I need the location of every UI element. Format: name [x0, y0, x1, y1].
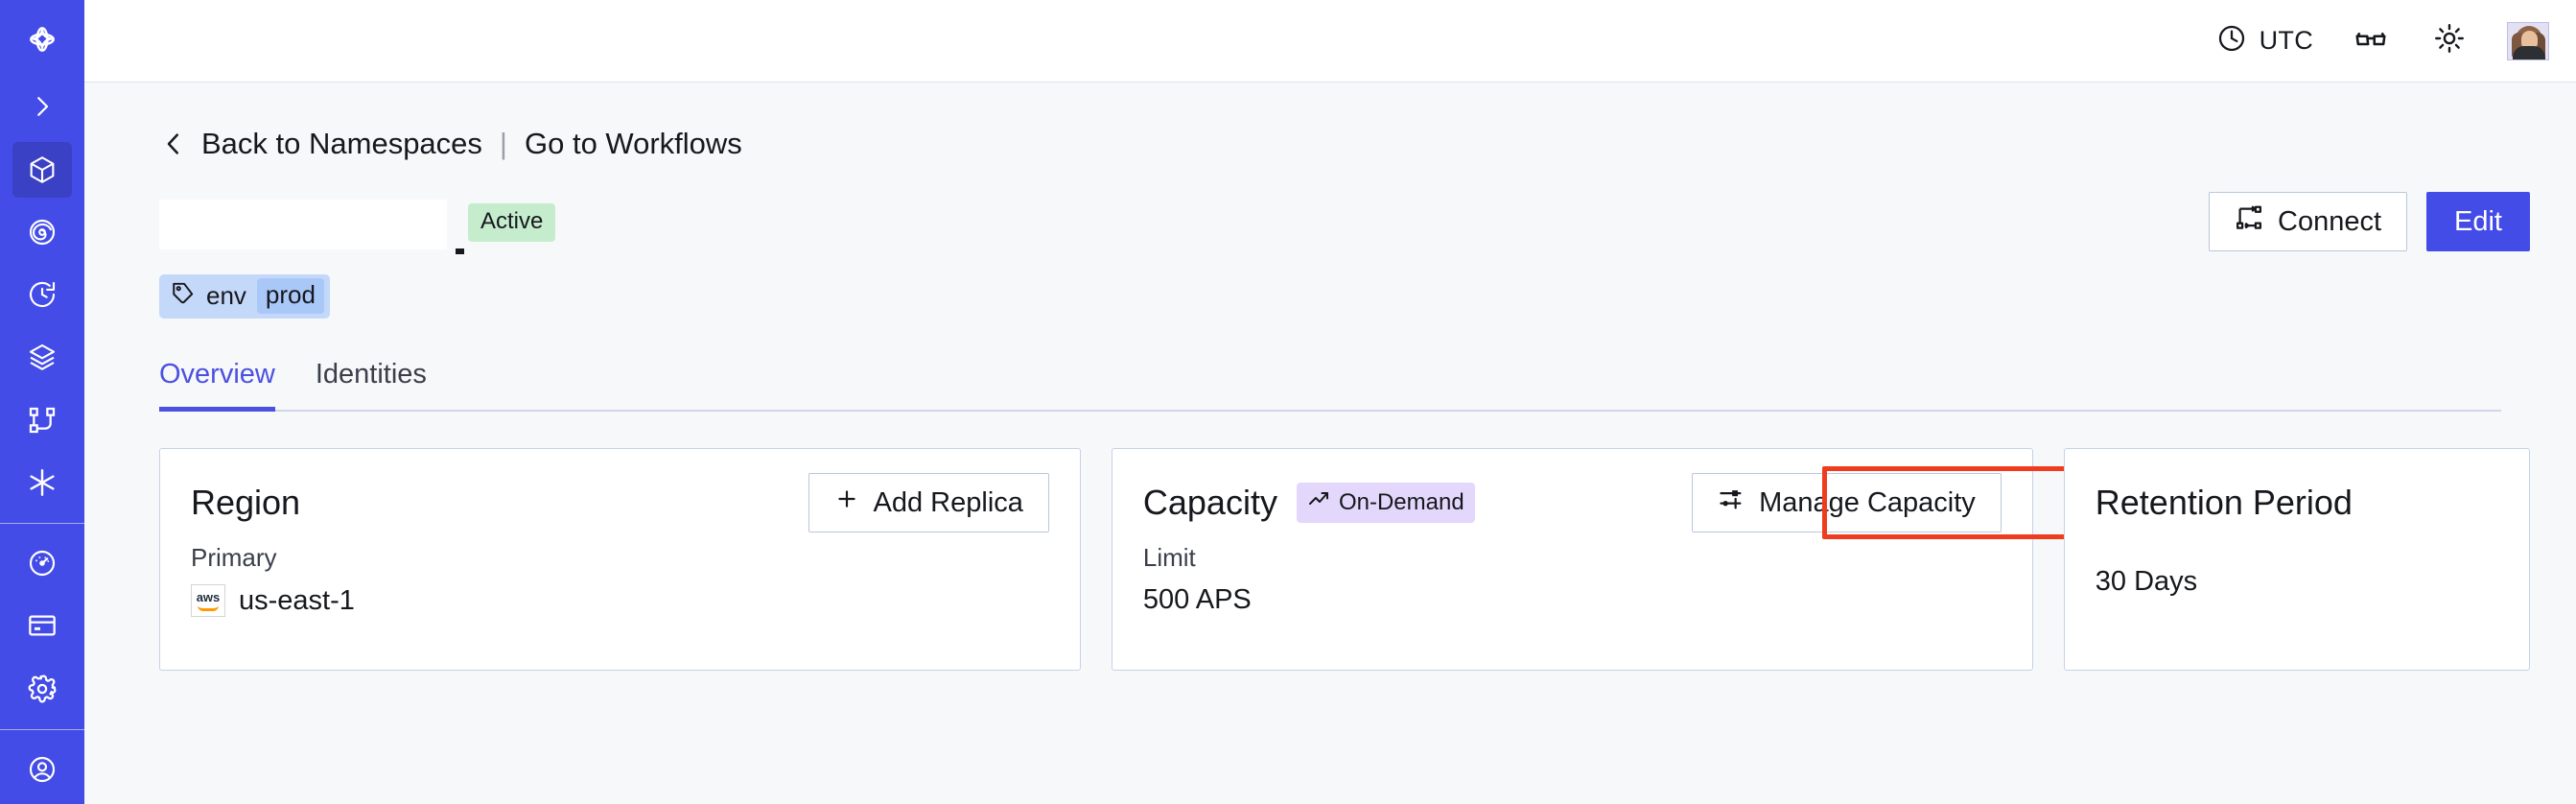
tag-key: env	[206, 281, 246, 310]
region-card-action: Add Replica	[808, 473, 1049, 532]
sidebar-item-namespaces[interactable]	[12, 141, 72, 198]
retention-card: Retention Period 30 Days	[2063, 448, 2530, 671]
breadcrumb-workflows-link[interactable]: Go to Workflows	[524, 127, 742, 160]
glasses-icon	[2354, 21, 2388, 60]
region-card-title: Region	[191, 483, 301, 522]
tag-value: prod	[256, 278, 324, 314]
sidebar-item-usage[interactable]	[12, 535, 72, 591]
edit-button-label: Edit	[2454, 205, 2502, 237]
capacity-card-header: Capacity On-Demand	[1142, 473, 2002, 532]
sidebar-item-nexus[interactable]	[12, 455, 72, 510]
sidebar-item-workflows[interactable]	[12, 392, 72, 448]
namespace-title-row: Active Connect	[159, 192, 2530, 265]
capacity-card: Capacity On-Demand	[1111, 448, 2083, 671]
topbar: UTC	[84, 0, 2576, 83]
connect-icon	[2235, 203, 2263, 240]
trending-up-icon	[1307, 487, 1330, 517]
sun-icon	[2433, 22, 2466, 59]
tag-icon	[171, 280, 196, 312]
clock-icon	[2216, 23, 2247, 59]
avatar[interactable]	[2507, 21, 2549, 60]
region-card-header: Region Add Replica	[191, 473, 1049, 532]
cube-icon	[26, 154, 59, 186]
gauge-icon	[27, 548, 58, 579]
retention-value: 30 Days	[2095, 566, 2198, 597]
add-replica-button[interactable]: Add Replica	[808, 473, 1049, 532]
layers-icon	[27, 342, 58, 372]
sidebar-divider-1	[0, 523, 84, 525]
region-card: Region Add Replica Primary	[159, 448, 1081, 671]
sidebar-divider-2	[0, 728, 84, 730]
sidebar-item-schedules[interactable]	[12, 267, 72, 322]
user-circle-icon	[27, 754, 58, 785]
avatar-body	[2513, 45, 2545, 59]
header-actions: Connect Edit	[2209, 192, 2530, 251]
sidebar-item-temporal-logo[interactable]	[12, 12, 72, 67]
overview-cards: Region Add Replica Primary	[159, 448, 2530, 671]
chevron-right-icon	[28, 92, 57, 121]
workflow-branch-icon	[27, 405, 58, 436]
sidebar-item-observability[interactable]	[12, 204, 72, 260]
capacity-limit-label: Limit	[1142, 543, 1196, 572]
namespace-title	[159, 200, 464, 254]
sliders-icon	[1718, 485, 1745, 520]
tag-chip-env[interactable]: env prod	[159, 274, 330, 319]
sidebar-item-expand[interactable]	[12, 79, 72, 134]
capacity-limit-value: 500 APS	[1142, 584, 1252, 615]
main-area: UTC	[84, 0, 2576, 804]
aws-logo-text: aws	[196, 589, 221, 604]
breadcrumb-back-link[interactable]: Back to Namespaces	[201, 127, 482, 160]
connect-button-label: Connect	[2278, 205, 2382, 237]
manage-capacity-label: Manage Capacity	[1759, 486, 1976, 518]
capacity-card-action: Manage Capacity	[1692, 473, 2002, 532]
title-redaction-mark	[456, 248, 464, 254]
retention-card-title: Retention Period	[2095, 483, 2353, 522]
avatar-face	[2521, 30, 2538, 50]
sidebar-item-batch-operations[interactable]	[12, 329, 72, 385]
reading-mode-button[interactable]	[2350, 20, 2392, 62]
sidebar	[0, 0, 84, 804]
region-primary-value-row: aws us-east-1	[191, 584, 1049, 617]
breadcrumb-separator: |	[499, 127, 507, 160]
edit-button[interactable]: Edit	[2426, 192, 2530, 251]
asterisk-icon	[26, 466, 59, 499]
retention-card-header: Retention Period	[2096, 476, 2498, 530]
breadcrumb: Back to Namespaces | Go to Workflows	[159, 127, 2530, 161]
theme-toggle-button[interactable]	[2428, 20, 2471, 62]
page-content: Back to Namespaces | Go to Workflows Act…	[84, 83, 2576, 804]
gear-icon	[27, 674, 58, 704]
clock-arrow-icon	[27, 279, 58, 310]
tab-identities[interactable]: Identities	[315, 359, 427, 390]
sidebar-item-account[interactable]	[12, 742, 72, 797]
tabs-divider	[159, 410, 2501, 412]
temporal-logo-icon	[23, 20, 61, 59]
connect-button[interactable]: Connect	[2209, 192, 2408, 251]
timezone-selector[interactable]: UTC	[2216, 23, 2313, 59]
aws-logo-icon: aws	[191, 584, 225, 617]
chevron-left-icon[interactable]	[159, 130, 188, 158]
add-replica-label: Add Replica	[873, 486, 1023, 518]
manage-capacity-button[interactable]: Manage Capacity	[1692, 473, 2002, 532]
sidebar-item-settings[interactable]	[12, 661, 72, 717]
avatar-hair-left	[2512, 32, 2522, 59]
credit-card-icon	[27, 610, 58, 641]
tab-overview[interactable]: Overview	[159, 359, 275, 412]
status-badge: Active	[468, 203, 556, 242]
plus-icon	[834, 486, 859, 519]
region-primary-value: us-east-1	[239, 584, 355, 616]
capacity-mode-label: On-Demand	[1338, 488, 1464, 515]
spiral-eye-icon	[27, 217, 58, 248]
region-primary-label: Primary	[191, 543, 277, 572]
namespace-tags: env prod	[159, 274, 2530, 319]
aws-smile	[198, 605, 219, 611]
capacity-card-title: Capacity	[1142, 483, 1277, 522]
timezone-label: UTC	[2259, 26, 2313, 55]
tabs: Overview Identities	[159, 359, 2530, 412]
capacity-mode-badge: On-Demand	[1296, 483, 1475, 523]
sidebar-item-billing[interactable]	[12, 598, 72, 653]
